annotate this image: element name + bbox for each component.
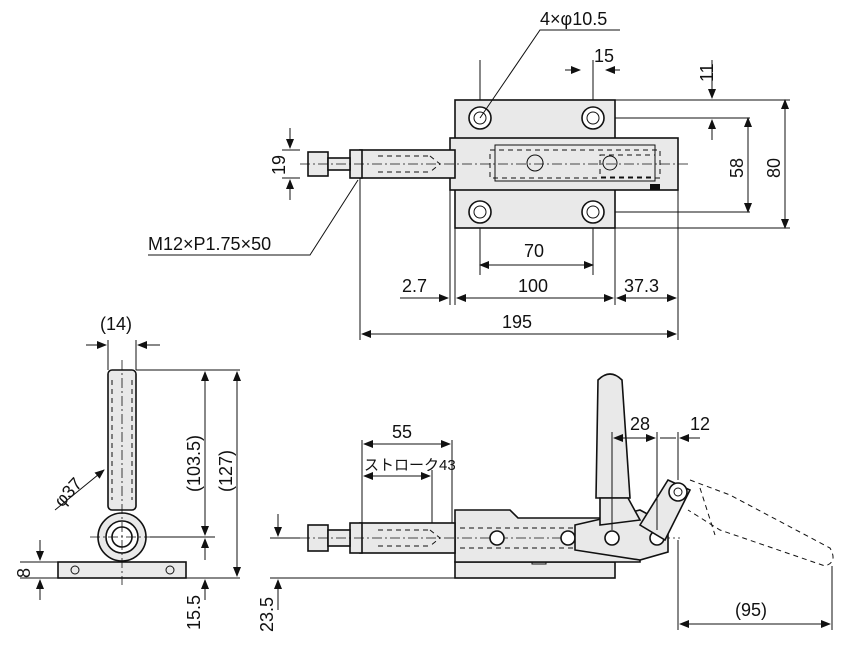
dim-103-5-label: (103.5)	[184, 435, 204, 492]
dim-14-label: (14)	[100, 314, 132, 334]
dim-11-label: 11	[697, 63, 717, 82]
dim-127-label: (127)	[216, 450, 236, 492]
front-view: 55 ストローク43 28 12 23.5 (95)	[257, 373, 834, 632]
side-view: (14) (103.5) (127) φ37 8 15.5	[14, 314, 241, 630]
dim-phi37-label: φ37	[50, 474, 86, 511]
dim-100-label: 100	[518, 276, 548, 296]
front-handle-open	[687, 479, 834, 567]
top-view: 4×φ10.5 15 11 58 80 19 70 2.7 100 37.3 1…	[148, 9, 790, 340]
dim-95-label: (95)	[735, 600, 767, 620]
dim-15-5-label: 15.5	[184, 595, 204, 630]
dim-15-label: 15	[594, 46, 614, 66]
dim-37-3-label: 37.3	[624, 276, 659, 296]
dim-195-label: 195	[502, 312, 532, 332]
front-handle-upright	[595, 373, 631, 499]
dim-55-label: 55	[392, 422, 412, 442]
thread-spec-label: M12×P1.75×50	[148, 234, 271, 254]
dim-2-7-label: 2.7	[402, 276, 427, 296]
dim-stroke-label: ストローク43	[364, 457, 456, 474]
dim-holes-label: 4×φ10.5	[540, 9, 607, 29]
dim-58-label: 58	[727, 158, 747, 178]
dim-80-label: 80	[764, 158, 784, 178]
dim-23-5-label: 23.5	[257, 597, 277, 632]
dim-19-label: 19	[269, 155, 289, 175]
dim-8-label: 8	[14, 568, 34, 578]
dim-28-label: 28	[630, 414, 650, 434]
dim-12-label: 12	[690, 414, 710, 434]
dim-70-label: 70	[524, 241, 544, 261]
